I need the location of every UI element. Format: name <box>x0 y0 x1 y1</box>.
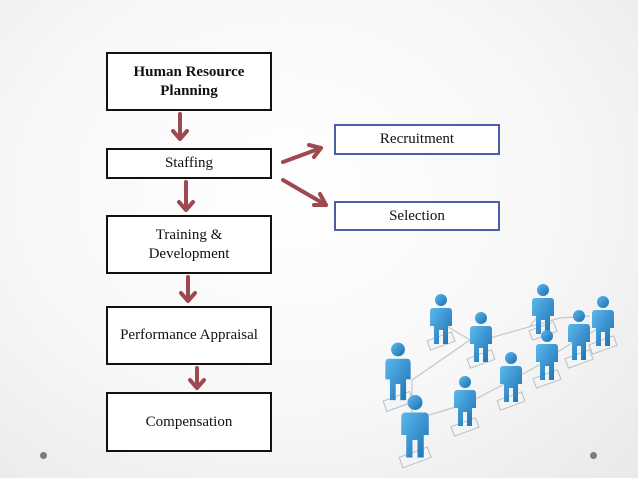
selection-label: Selection <box>389 207 445 224</box>
staffing-label: Staffing <box>164 155 214 171</box>
arrow-staffing-to-training <box>177 180 195 212</box>
hrp-box: Human Resource Planning <box>106 52 272 111</box>
appraisal-box: Performance Appraisal <box>106 306 272 365</box>
arrow-staffing-to-selection <box>281 178 328 207</box>
recruitment-label: Recruitment <box>379 131 455 147</box>
slide-dot-left <box>40 452 47 459</box>
staffing-box: Staffing <box>106 148 272 179</box>
compensation-box: Compensation <box>106 392 272 452</box>
arrow-hrp-to-staffing <box>171 112 189 141</box>
slide-dot-right <box>590 452 597 459</box>
arrow-appraisal-to-compensation <box>188 366 206 390</box>
hrp-label: Human Resource Planning <box>133 63 245 99</box>
arrow-staffing-to-recruitment <box>281 143 323 164</box>
recruitment-box: Recruitment <box>334 124 500 155</box>
training-box: Training & Development <box>106 215 272 274</box>
training-label: Training & Development <box>148 226 230 262</box>
appraisal-label: Performance Appraisal <box>120 327 258 343</box>
arrow-training-to-appraisal <box>179 275 197 303</box>
selection-box: Selection <box>334 201 500 231</box>
compensation-label: Compensation <box>145 413 233 430</box>
